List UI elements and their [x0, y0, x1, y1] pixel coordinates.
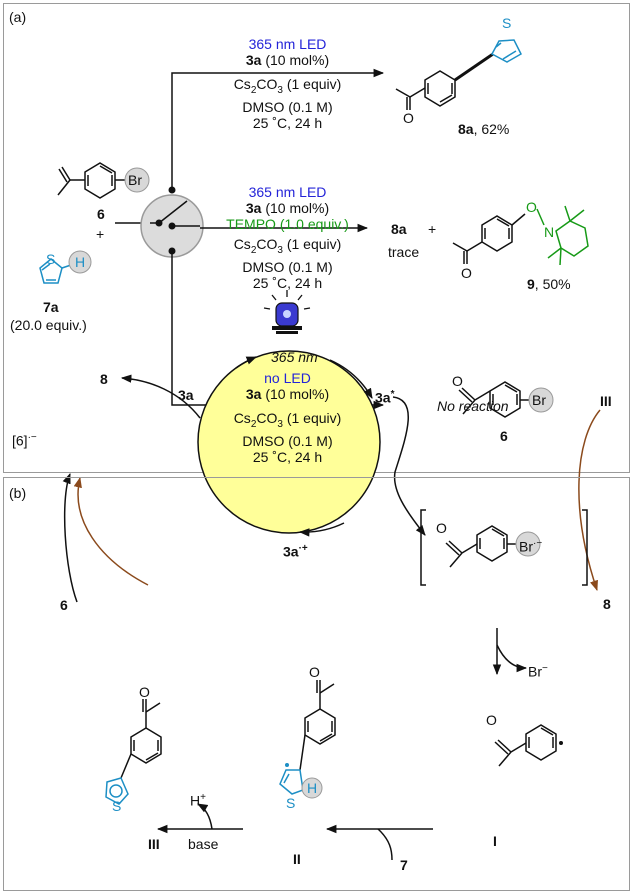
br-highlight: [124, 167, 150, 193]
right-III: III: [600, 393, 612, 409]
photocatalytic-cycle: [197, 350, 381, 534]
inter-s: S: [286, 795, 296, 811]
radical-I: I: [493, 833, 497, 849]
middle-additive: TEMPO (1.0 equiv.): [226, 216, 349, 232]
thiophene-structure: [39, 258, 72, 284]
middle-trace: trace: [388, 244, 420, 260]
led-icon: [263, 290, 311, 334]
cycle-arrows: [235, 356, 373, 537]
h-label: H: [75, 254, 86, 270]
equiv-label: (20.0 equiv.): [10, 317, 87, 333]
inter-h: H: [307, 780, 318, 796]
top-catalyst: 3a (10 mol%): [245, 52, 330, 68]
bottom-light: no LED: [264, 370, 311, 386]
adduct-9-structure: [452, 213, 526, 264]
right-arrows: [156, 396, 601, 861]
h-highlight: [68, 250, 92, 274]
compound-7a-label: 7a: [43, 299, 59, 315]
proton: H+: [190, 792, 206, 809]
adduct-o-link: O: [526, 199, 537, 215]
left-s: S: [112, 798, 122, 814]
panel-b-label: (b): [9, 485, 27, 501]
top-solvent: DMSO (0.1 M): [242, 98, 333, 115]
top-base: Cs2CO3 (1 equiv): [233, 76, 342, 96]
tempo-ring: [536, 205, 589, 266]
no-reaction: No reaction: [437, 398, 509, 414]
cycle-3a-left: 3a: [178, 387, 194, 403]
reagent-7: 7: [400, 857, 408, 873]
middle-base: Cs2CO3 (1 equiv): [233, 236, 342, 256]
left-8: 8: [100, 371, 108, 387]
bottom-conditions: no LED 3a (10 mol%) Cs2CO3 (1 equiv) DMS…: [200, 370, 375, 465]
top-product-s: S: [502, 15, 512, 31]
light-label: 365 nm: [271, 349, 318, 365]
panel-a-label: (a): [9, 9, 27, 25]
adduct-o-ring: O: [461, 265, 472, 281]
right-o: O: [452, 373, 463, 389]
aryl-III: [120, 699, 162, 779]
left-6: 6: [60, 597, 68, 613]
s-label: S: [46, 251, 56, 267]
bottom-solvent: DMSO (0.1 M): [242, 432, 333, 449]
bottom-base: Cs2CO3 (1 equiv): [233, 410, 342, 430]
bottom-temp: 25 ˚C, 24 h: [252, 448, 323, 465]
panel-b: [3, 477, 630, 891]
right-8: 8: [603, 596, 611, 612]
bracket-br: Br·−: [519, 538, 543, 555]
inter-II: II: [293, 851, 301, 867]
aryl-radical-I: [494, 724, 557, 767]
left-arc-arrows: [62, 374, 201, 603]
left-III: III: [148, 836, 160, 852]
middle-light: 365 nm LED: [248, 184, 327, 200]
top-temp: 25 ˚C, 24 h: [252, 114, 323, 131]
middle-plus: +: [428, 221, 437, 237]
top-light: 365 nm LED: [248, 36, 327, 52]
b-aryl-bromide: [458, 381, 530, 418]
left-anion: [6]·−: [12, 432, 37, 449]
b-radical-anion: [420, 509, 588, 586]
adduct-label: 9, 50%: [527, 276, 571, 292]
right-br: Br: [532, 392, 546, 408]
middle-conditions: 365 nm LED 3a (10 mol%) TEMPO (1.0 equiv…: [200, 184, 375, 291]
plus-sign: +: [96, 226, 105, 242]
top-product-o: O: [403, 110, 414, 126]
aryl-bromide-structure: [57, 162, 126, 199]
aryl-III-ring: [105, 777, 129, 805]
inter-o: O: [309, 664, 320, 680]
middle-8a-label: 8a: [391, 221, 407, 237]
intermediate-II: [299, 680, 336, 771]
compound-6-label: 6: [97, 206, 105, 222]
product-8a-thiophene: [490, 39, 522, 63]
bracket-o: O: [436, 520, 447, 536]
cycle-3a-right: 3a*: [375, 389, 395, 406]
middle-temp: 25 ˚C, 24 h: [252, 274, 323, 291]
adduct-n: N: [544, 224, 555, 240]
top-conditions: 365 nm LED 3a (10 mol%) Cs2CO3 (1 equiv)…: [200, 36, 375, 131]
base-label: base: [188, 836, 219, 852]
br-label: Br: [128, 172, 142, 188]
right-6: 6: [500, 428, 508, 444]
cycle-3a-bottom: 3a·+: [283, 543, 308, 560]
left-o: O: [139, 684, 150, 700]
leaving-br: Br−: [528, 663, 548, 680]
reaction-switch: [115, 186, 204, 258]
top-product-label: 8a, 62%: [458, 121, 510, 137]
middle-solvent: DMSO (0.1 M): [242, 258, 333, 275]
radical-o: O: [486, 712, 497, 728]
product-8a-structure: [395, 52, 494, 110]
middle-catalyst: 3a (10 mol%): [245, 200, 330, 216]
bottom-catalyst: 3a (10 mol%): [245, 386, 330, 402]
